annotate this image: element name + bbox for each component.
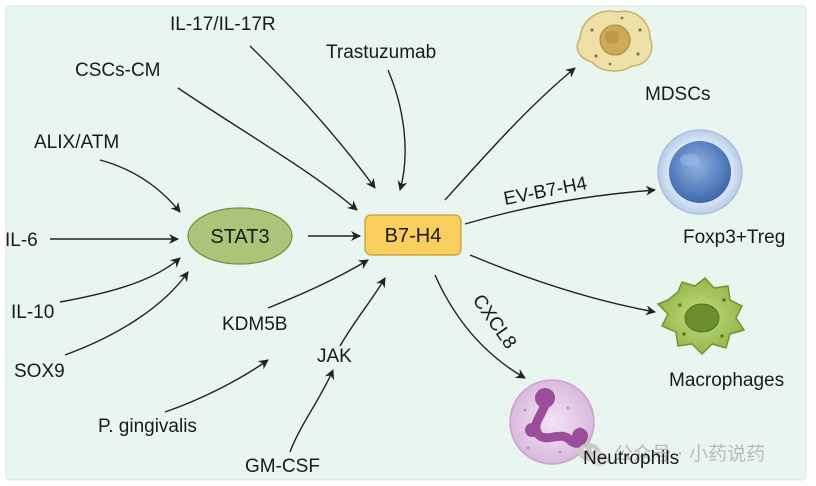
arrow-kdm5b-to-b7h4 [267,259,369,309]
arrow-gmcsf-to-jak [289,369,335,453]
watermark-text: 公众号 · 小药说药 [614,443,765,465]
watermark: 公众号 · 小药说药 [578,443,765,467]
arrows [50,45,656,453]
label-il6: IL-6 [5,230,38,251]
b7h4-label: B7-H4 [385,225,442,247]
arrow-il17-to-b7h4 [249,45,376,189]
stat3-label: STAT3 [210,226,269,248]
stat3-node [187,207,293,265]
wechat-logo-icon [578,443,608,467]
arrow-b7h4-to-mdscs [444,67,576,201]
arrow-cscscm-to-b7h4 [177,87,358,211]
label-mdscs: MDSCs [645,84,710,105]
b7h4-node [364,214,462,256]
label-gm-csf: GM-CSF [245,456,320,477]
label-neutrophils: Neutrophils [583,448,679,469]
label-kdm5b: KDM5B [222,314,287,335]
arrow-sox9-to-stat3 [64,271,189,356]
mdsc-cell-icon [576,10,653,72]
arrow-b7h4-to-neutrophils [434,274,526,379]
label-sox9: SOX9 [14,361,65,382]
macrophage-cell-icon [656,276,746,356]
arrow-alixatm-to-stat3 [99,159,181,213]
arrow-trastuzumab-to-b7h4 [387,69,408,191]
label-jak: JAK [317,346,352,367]
label-trastuzumab: Trastuzumab [326,42,436,63]
label-alix-atm: ALIX/ATM [34,132,119,153]
arrow-jak-to-b7h4 [339,277,386,347]
label-il17: IL-17/IL-17R [170,14,276,35]
arrow-b7h4-to-macrophages [469,254,656,316]
label-treg: Foxp3+Treg [683,227,785,248]
arrow-b7h4-to-treg [464,185,656,225]
label-cscs-cm: CSCs-CM [75,60,161,81]
treg-cell-icon [657,129,743,215]
label-macrophages: Macrophages [669,370,784,391]
label-il10: IL-10 [11,302,54,323]
arrow-pgingivalis-to-kdm5b [164,359,269,413]
arrow-il10-to-stat3 [59,257,181,303]
neutrophil-cell-icon [509,379,595,465]
label-p-gingivalis: P. gingivalis [98,416,197,437]
